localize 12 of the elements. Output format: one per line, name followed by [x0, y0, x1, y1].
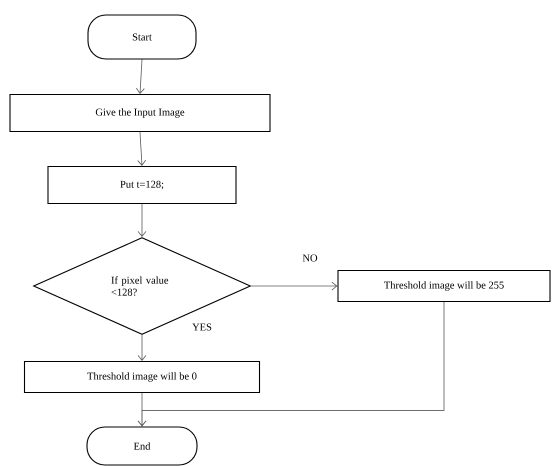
arrow: [138, 302, 444, 426]
arrow: [136, 59, 145, 94]
process-box: Put t=128;: [47, 166, 237, 204]
process-box: Give the Input Image: [9, 94, 271, 132]
arrow: [250, 282, 338, 290]
arrow: [137, 132, 146, 166]
process-box: Threshold image will be 0: [24, 360, 260, 394]
arrow: [138, 334, 146, 361]
edge-label: YES: [191, 322, 213, 332]
process-box: Threshold image will be 255: [337, 270, 551, 302]
arrow: [138, 204, 146, 237]
edge-label: NO: [301, 254, 319, 263]
